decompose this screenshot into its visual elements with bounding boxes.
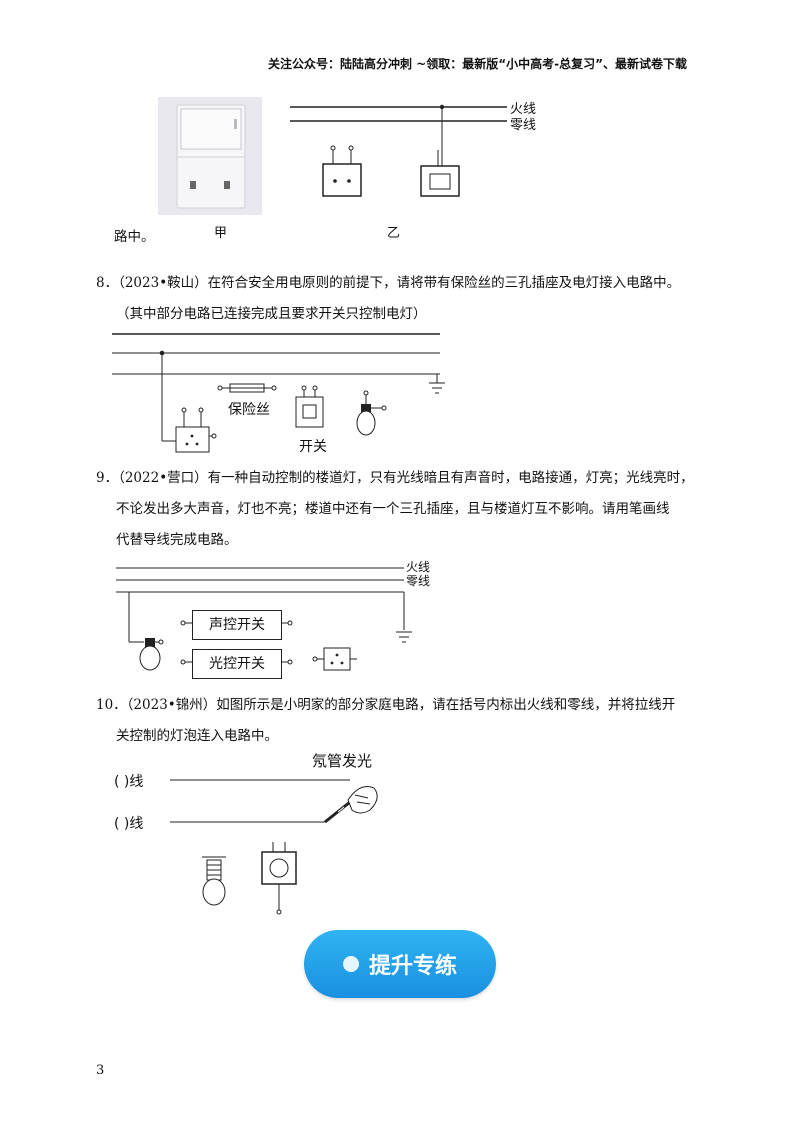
neutral-wire-label-b: 零线 [510,118,537,133]
practice-banner: 提升专练 [304,930,496,998]
switch-socket-photo [158,97,262,215]
circuit-diagram-b [290,104,507,197]
q7-tail: 路中。 [114,229,155,245]
live-wire-label-b: 火线 [510,102,537,117]
wire1-label: ( )线 [114,774,144,790]
page-number: 3 [96,1063,105,1078]
q8-line2: （其中部分电路已连接完成且要求开关只控制电灯） [116,306,427,322]
light-switch-box: 光控开关 [192,649,282,679]
bullet-icon [342,956,359,972]
q9-line1: 9．（2022•营口）有一种自动控制的楼道灯，只有光线暗且有声音时，电路接通，灯… [96,470,694,486]
circuit-diagram-q9 [116,567,412,671]
figure-label-b: 乙 [387,226,401,241]
neon-label: 氖管发光 [312,752,373,770]
live-wire-label-q9: 火线 [406,560,431,574]
circuit-diagram-q8 [112,333,445,453]
sound-switch-box: 声控开关 [192,610,282,640]
switch-socket-icon [176,104,246,209]
q9-line3: 代替导线完成电路。 [116,532,238,548]
circuit-diagram-q10 [170,779,378,915]
wire2-label: ( )线 [114,816,144,832]
q9-line2: 不论发出多大声音，灯也不亮；楼道中还有一个三孔插座，且与楼道灯互不影响。请用笔画… [116,501,670,517]
fuse-label: 保险丝 [228,402,270,418]
neutral-wire-label-q9: 零线 [406,574,431,588]
test-pen-icon [324,786,378,824]
q10-line2: 关控制的灯泡连入电路中。 [116,728,278,744]
q10-line1: 10．（2023•锦州）如图所示是小明家的部分家庭电路，请在括号内标出火线和零线… [96,697,676,713]
switch-label: 开关 [299,439,327,455]
page-header: 关注公众号：陆陆高分冲刺 ~领取：最新版“小中高考-总复习”、最新试卷下载 [268,57,687,71]
q8-line1: 8．（2023•鞍山）在符合安全用电原则的前提下，请将带有保险丝的三孔插座及电灯… [96,275,681,291]
banner-text: 提升专练 [368,954,457,979]
figure-label-a: 甲 [214,226,228,241]
